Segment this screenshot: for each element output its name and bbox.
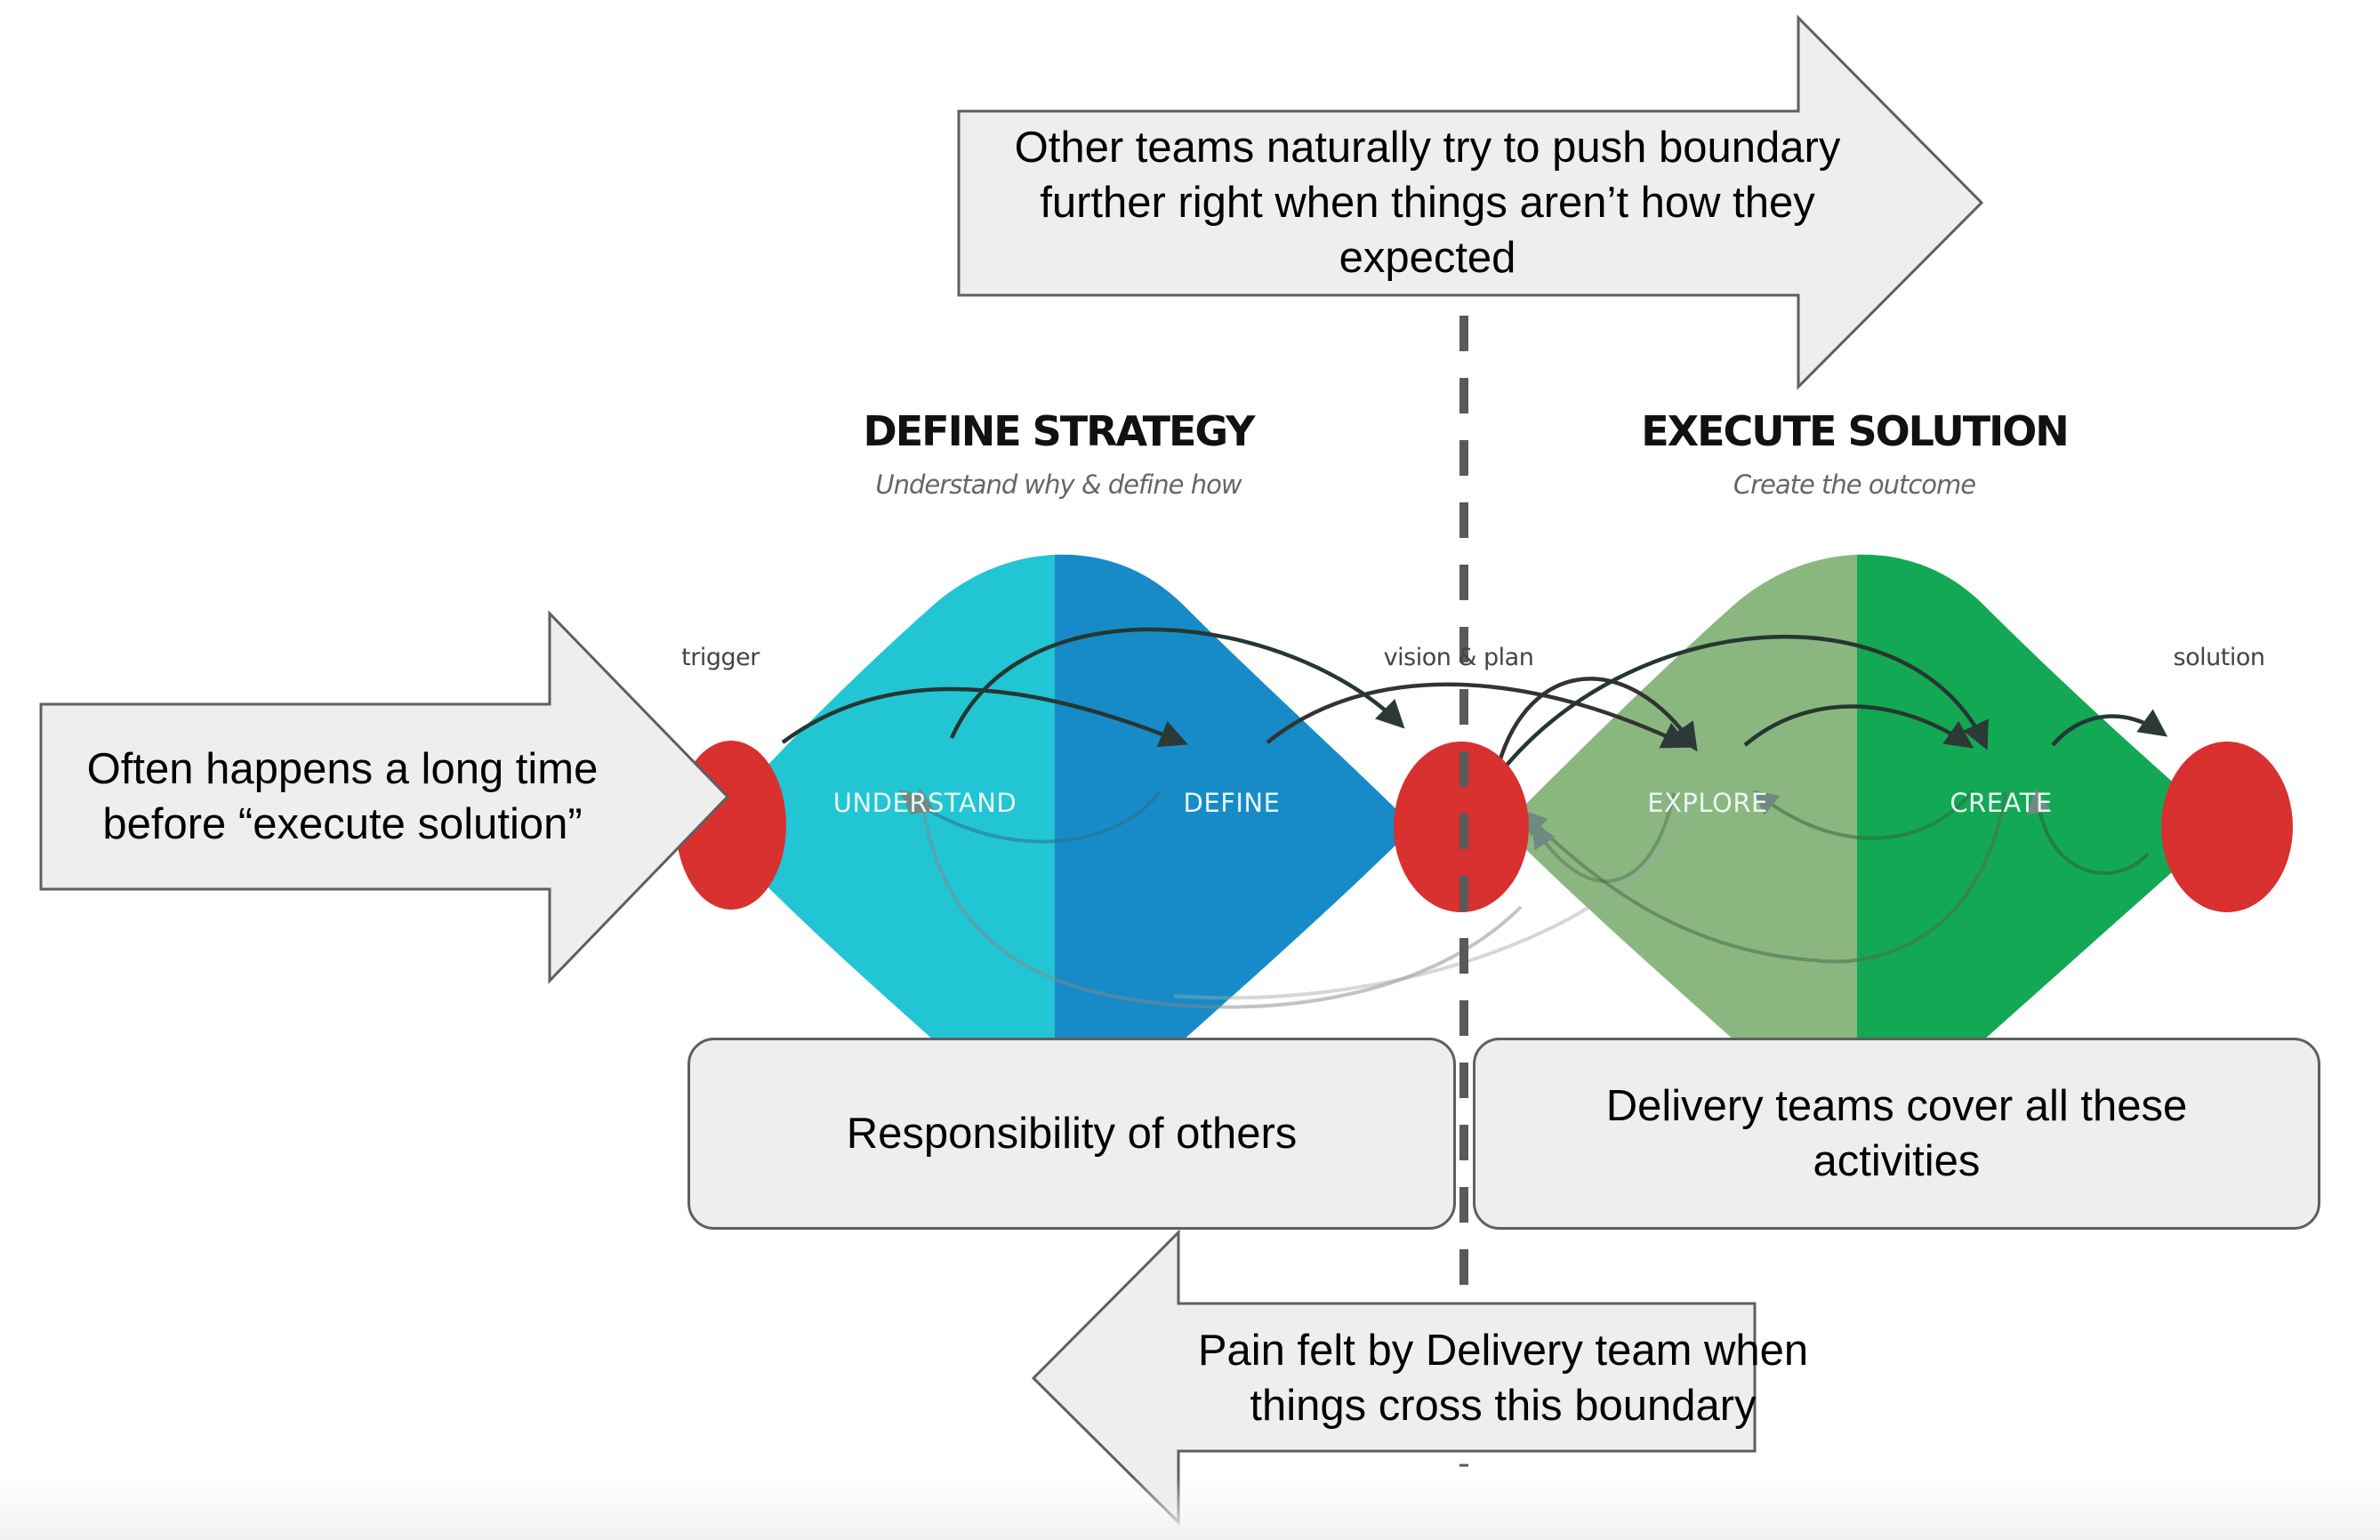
top-callout-arrow <box>957 14 1984 390</box>
create-to-vision-feedback <box>1522 790 2007 964</box>
create-to-explore-feedback <box>1752 790 1974 840</box>
execute-solution-subtitle: Create the outcome <box>1733 469 1976 500</box>
solution-to-create-feedback <box>2026 788 2150 875</box>
left-callout-text: Often happens a long time before “execut… <box>86 745 599 848</box>
vision-to-create-arrow <box>1492 634 1989 782</box>
vision-plan-label: vision & plan <box>1383 644 1534 671</box>
delivery-teams-text: Delivery teams cover all these activitie… <box>1605 1082 2188 1185</box>
delivery-teams-box: Delivery teams cover all these activitie… <box>1473 1038 2320 1230</box>
solution-milestone <box>2161 742 2293 912</box>
understand-label: UNDERSTAND <box>832 788 1017 818</box>
define-strategy-title: DEFINE STRATEGY <box>863 407 1256 455</box>
define-label: DEFINE <box>1183 788 1281 818</box>
left-callout-arrow <box>39 610 730 984</box>
create-label: CREATE <box>1950 788 2053 818</box>
top-callout-text: Other teams naturally try to push bounda… <box>1014 124 1841 282</box>
vision-to-understand-feedback <box>911 788 1523 1009</box>
forward-arrows <box>781 627 2168 782</box>
vision-to-explore-arrow <box>1496 677 1698 766</box>
define-to-understand-feedback <box>898 790 1162 844</box>
bottom-shadow <box>0 1476 2380 1540</box>
bottom-callout-text: Pain felt by Delivery team when things c… <box>1197 1327 1809 1430</box>
define-to-explore-arrow <box>1266 682 1691 749</box>
create-to-solution-arrow <box>2051 709 2168 747</box>
trigger-to-define-arrow <box>781 686 1188 748</box>
define-strategy-subtitle: Understand why & define how <box>875 469 1242 500</box>
explore-to-understand-feedback <box>1173 790 1696 1000</box>
bottom-callout-arrow <box>1031 1229 1757 1526</box>
solution-label: solution <box>2173 644 2265 671</box>
explore-to-vision-feedback <box>1531 792 1676 883</box>
execute-solution-title: EXECUTE SOLUTION <box>1641 407 2070 455</box>
understand-to-vision-arrow <box>949 627 1405 739</box>
responsibility-of-others-box: Responsibility of others <box>687 1038 1456 1230</box>
explore-to-create-arrow <box>1743 704 1974 749</box>
trigger-label: trigger <box>681 644 760 671</box>
responsibility-of-others-text: Responsibility of others <box>846 1110 1298 1158</box>
feedback-arrows <box>898 788 2150 1009</box>
explore-label: EXPLORE <box>1647 788 1768 818</box>
